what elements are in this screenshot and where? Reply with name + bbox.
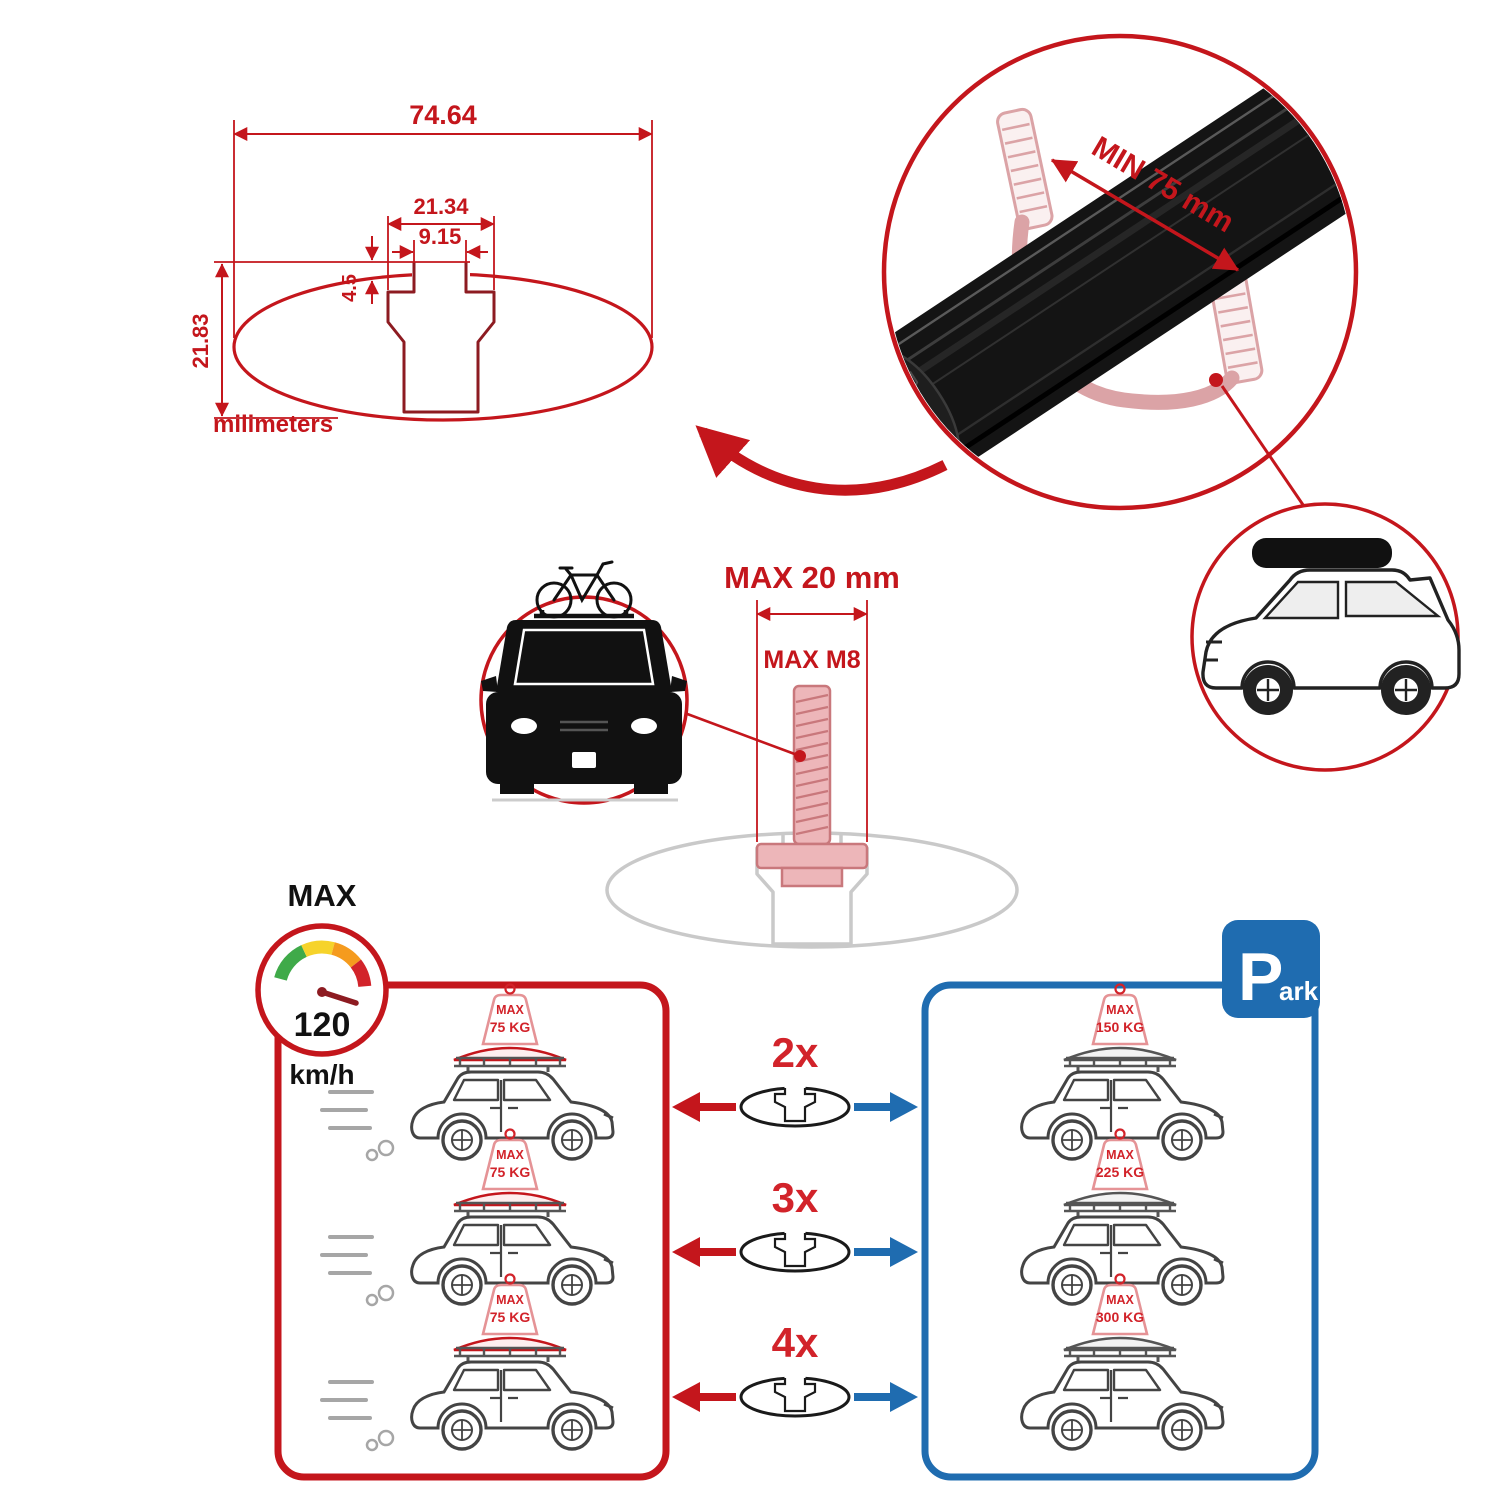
suv-detail-circle <box>1190 502 1461 772</box>
dim-lip-depth-label: 4.5 <box>339 274 361 302</box>
driving-car-row-1: MAX 75 KG <box>320 983 615 1162</box>
parked-car-row-2: MAX 225 KG <box>1019 1128 1225 1306</box>
load-row-connector-3: 4x <box>672 1319 918 1418</box>
profile-t-slot <box>386 262 496 414</box>
bolt-dimension-diagram: MAX 20 mm MAX M8 <box>605 560 1019 949</box>
parked-car-row-1: MAX 150 KG <box>1019 983 1225 1161</box>
dim-total-width-label: 74.64 <box>409 100 477 130</box>
speed-value: 120 <box>294 1006 351 1044</box>
hook-icon <box>1114 983 1126 995</box>
multiplier-label: 3x <box>772 1174 819 1221</box>
parked-car-row-3: MAX 300 KG <box>1019 1273 1225 1451</box>
parking-sign: P ark <box>1222 920 1320 1018</box>
connector-to-suv-circle <box>1220 385 1314 519</box>
multiplier-label: 2x <box>772 1029 819 1076</box>
arrow-to-profile <box>695 425 948 496</box>
profile-oval-icon <box>739 1376 851 1418</box>
dim-ext-bolt <box>756 600 868 842</box>
driving-car-row-2: MAX 75 KG <box>320 1128 615 1307</box>
speedometer-icon: 120 km/h <box>255 923 389 1090</box>
badge-load-value: 75 KG <box>490 1019 531 1035</box>
dim-channel-width-label: 21.34 <box>413 194 469 219</box>
badge-load-value: 150 KG <box>1096 1019 1144 1035</box>
badge-max-label: MAX <box>1106 1293 1134 1307</box>
red-arrow-left-head <box>672 1382 700 1412</box>
dim-height-label: 21.83 <box>188 313 213 368</box>
profile-oval-outline <box>232 272 654 422</box>
badge-max-label: MAX <box>496 1148 524 1162</box>
load-badge: MAX 150 KG <box>1091 983 1149 1046</box>
profile-oval-icon <box>739 1086 851 1128</box>
load-row-connector-1: 2x <box>672 1029 918 1128</box>
bolt-fixpoint-dot <box>794 750 806 762</box>
speed-limit-gauge: MAX <box>288 878 357 913</box>
clamp-fixpoint-dot <box>1209 373 1223 387</box>
hook-icon <box>1114 1128 1126 1140</box>
multiplier-label: 4x <box>772 1319 819 1366</box>
driving-cars: MAX 75 KG MAX 75 KG <box>320 983 615 1452</box>
min-span-arrow <box>1050 158 1240 272</box>
profile-dimension-diagram: 74.64 21.34 9.15 4.5 21.83 milimeters <box>188 100 654 438</box>
badge-load-value: 75 KG <box>490 1309 531 1325</box>
blue-arrow-right-head <box>890 1092 918 1122</box>
hook-icon <box>504 983 516 995</box>
parked-cars: MAX 150 KG MAX 225 KG MAX 300 KG <box>1019 983 1225 1451</box>
dim-slot-width-label: 9.15 <box>419 224 462 249</box>
badge-max-label: MAX <box>1106 1003 1134 1017</box>
speed-max-label: MAX <box>288 878 357 913</box>
suv-side-icon <box>1201 538 1461 715</box>
bolt-icon <box>755 684 869 888</box>
parking-sign-plate <box>1222 920 1320 1018</box>
speed-unit: km/h <box>289 1059 354 1090</box>
parking-sign-letter: P <box>1238 939 1283 1015</box>
car-front-circle <box>479 560 689 805</box>
badge-max-label: MAX <box>496 1293 524 1307</box>
hook-icon <box>1114 1273 1126 1285</box>
load-badge: MAX 300 KG <box>1091 1273 1149 1336</box>
dim-ext-total <box>233 120 653 338</box>
gauge-needle <box>319 989 359 1006</box>
roof-box-icon <box>1252 538 1392 568</box>
red-arrow-left-head <box>672 1237 700 1267</box>
hook-icon <box>504 1273 516 1285</box>
crossbar-detail-circle: MIN 75 mm <box>881 33 1359 511</box>
driving-car-row-3: MAX 75 KG <box>320 1273 615 1452</box>
connector-to-car-circle <box>681 710 801 758</box>
dim-ext-slot <box>413 240 467 262</box>
hook-icon <box>504 1128 516 1140</box>
load-badge: MAX 75 KG <box>481 1273 539 1336</box>
badge-load-value: 225 KG <box>1096 1164 1144 1180</box>
parking-sign-suffix: ark <box>1279 976 1319 1006</box>
blue-arrow-right-head <box>890 1237 918 1267</box>
load-badge: MAX 75 KG <box>481 983 539 1046</box>
bolt-max-width-label: MAX 20 mm <box>724 560 900 595</box>
detail-circle-border <box>881 33 1359 511</box>
profile-oval-icon <box>739 1231 851 1273</box>
units-label: milimeters <box>213 411 333 438</box>
dim-ext-height <box>214 261 470 419</box>
blue-arrow-right-head <box>890 1382 918 1412</box>
car-front-icon <box>481 610 687 802</box>
badge-load-value: 300 KG <box>1096 1309 1144 1325</box>
badge-max-label: MAX <box>496 1003 524 1017</box>
badge-max-label: MAX <box>1106 1148 1134 1162</box>
load-row-connector-2: 3x <box>672 1174 918 1273</box>
badge-load-value: 75 KG <box>490 1164 531 1180</box>
load-badge: MAX 225 KG <box>1091 1128 1149 1191</box>
load-badge: MAX 75 KG <box>481 1128 539 1191</box>
bolt-max-thread-label: MAX M8 <box>763 646 860 674</box>
profile-slot-gap <box>412 266 470 284</box>
red-arrow-left-head <box>672 1092 700 1122</box>
